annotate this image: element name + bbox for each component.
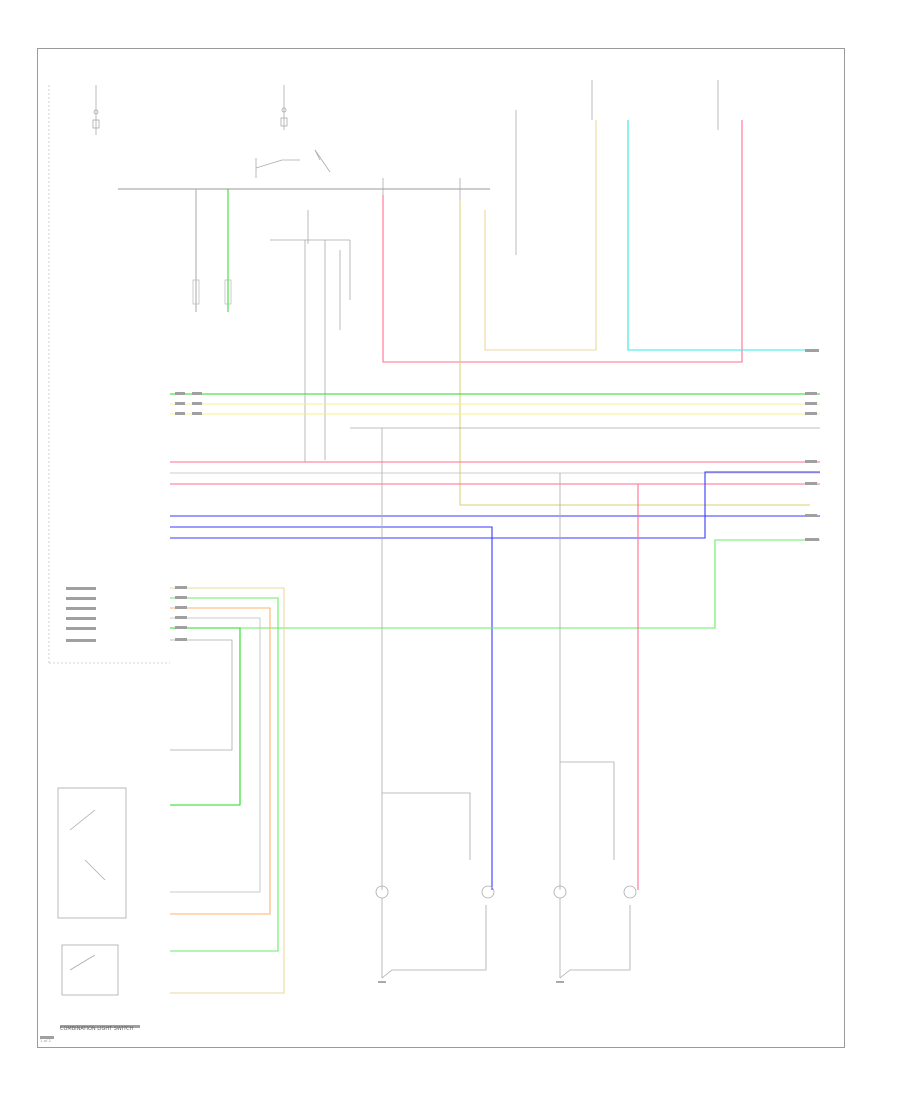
lamp-right-headlight [553,761,637,979]
lamp-left-headlight [375,792,495,979]
wire-grey-switch [170,617,261,893]
wire-orange-switch [170,607,271,915]
diagram-frame [37,48,845,1048]
wire-cyan-top [627,120,810,351]
wire-green-switch [170,627,241,806]
wire-grey-switch-2 [170,639,233,751]
switch-contacts [69,809,106,971]
wire-pink-top [382,120,743,363]
fuse-block-left [92,85,331,178]
wire-tan-switch [170,587,285,994]
wire-blue-down [170,526,493,890]
connector-2 [224,279,232,305]
combination-switch-body [57,787,127,919]
ground-posts [382,80,719,255]
diagram-title-block: COMBINATION LIGHT SWITCH [60,1026,134,1032]
wire-lightgreen-switch [170,597,279,952]
relay-block [270,210,351,462]
wire-lightgreen-right [240,539,820,629]
wire-yellow-branch [459,200,810,506]
wire-blue-bus-2 [170,471,820,539]
dimmer-switch-body [61,944,119,996]
wire-labels [40,349,819,1039]
diagram-page-code: 1 of 2 [40,1038,51,1043]
wire-tan-top [484,120,597,351]
connector-1 [192,279,200,305]
